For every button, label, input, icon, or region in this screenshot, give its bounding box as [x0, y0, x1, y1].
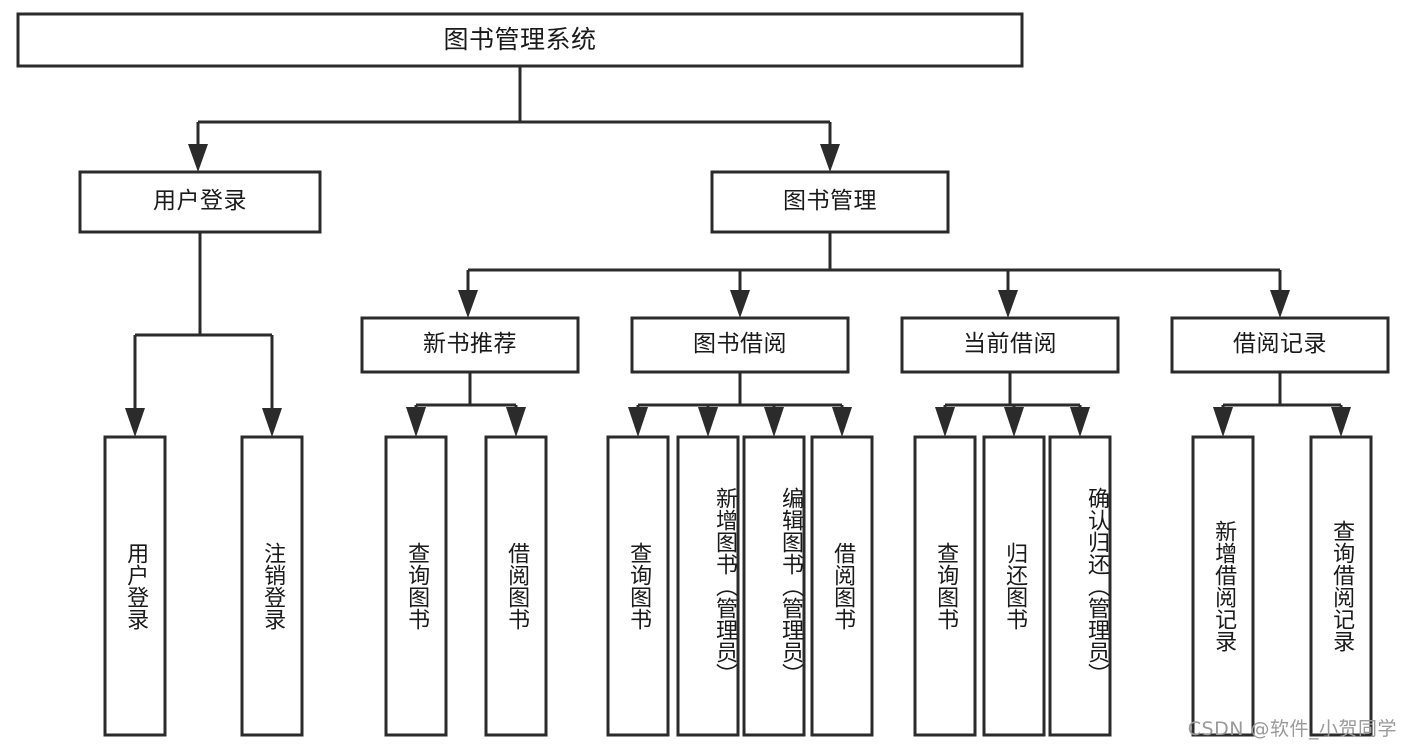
node-box-leaf[interactable] — [913, 435, 977, 737]
arrow-head-icon — [1270, 290, 1290, 318]
node-box-leaf[interactable] — [810, 435, 874, 737]
node-box-user-login[interactable] — [78, 170, 322, 234]
arrow-head-icon — [998, 290, 1018, 318]
connector-new-book-rec-to-leaves — [406, 372, 526, 437]
arrow-head-icon — [628, 407, 648, 437]
node-box-leaf[interactable] — [1048, 435, 1112, 737]
arrow-head-icon — [1004, 407, 1024, 437]
node-box-leaf[interactable] — [742, 435, 806, 737]
node-box-leaf[interactable] — [982, 435, 1046, 737]
connector-root-to-level2 — [188, 66, 840, 172]
connector-book-mgmt-to-level3 — [458, 232, 1290, 318]
node-box-leaf[interactable] — [240, 435, 304, 737]
arrow-head-icon — [458, 290, 478, 318]
connector-book-borrow-to-leaves — [628, 372, 852, 437]
node-box-leaf[interactable] — [676, 435, 740, 737]
node-box-book-management[interactable] — [710, 170, 950, 234]
node-box-book-borrow[interactable] — [630, 316, 850, 374]
arrow-head-icon — [406, 407, 426, 437]
arrow-head-icon — [764, 407, 784, 437]
arrow-head-icon — [262, 408, 282, 437]
node-box-borrow-record[interactable] — [1170, 316, 1390, 374]
node-box-leaf[interactable] — [103, 435, 167, 737]
node-box-leaf[interactable] — [1309, 435, 1373, 737]
arrow-head-icon — [188, 144, 208, 172]
arrow-head-icon — [1213, 407, 1233, 437]
arrow-head-icon — [1331, 407, 1351, 437]
arrow-head-icon — [730, 290, 750, 318]
node-box-leaf[interactable] — [384, 435, 448, 737]
arrow-head-icon — [1070, 407, 1090, 437]
arrow-head-icon — [506, 407, 526, 437]
node-box-root[interactable] — [16, 12, 1024, 68]
node-box-leaf[interactable] — [484, 435, 548, 737]
arrow-head-icon — [698, 407, 718, 437]
connector-current-borrow-to-leaves — [935, 372, 1090, 437]
node-box-current-borrow[interactable] — [900, 316, 1120, 374]
connector-borrow-record-to-leaves — [1213, 372, 1351, 437]
arrow-head-icon — [820, 144, 840, 172]
connector-user-login-to-leaves — [125, 232, 282, 437]
node-box-leaf[interactable] — [606, 435, 670, 737]
arrow-head-icon — [832, 407, 852, 437]
node-box-new-book-recommend[interactable] — [360, 316, 580, 374]
node-box-leaf[interactable] — [1191, 435, 1255, 737]
arrow-head-icon — [935, 407, 955, 437]
arrow-head-icon — [125, 408, 145, 437]
